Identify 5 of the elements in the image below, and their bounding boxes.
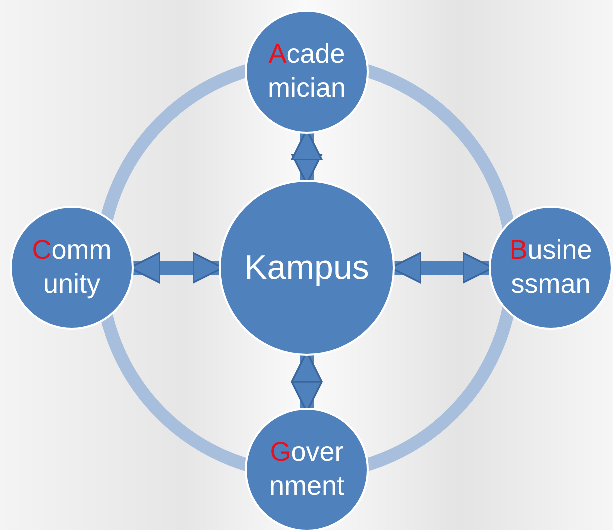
node-label: Comm unity — [31, 234, 113, 301]
node-label: Acade mician — [266, 38, 348, 105]
node-label: Kampus — [244, 248, 370, 289]
node-label: Busine ssman — [508, 234, 594, 301]
node-label: Gover nment — [268, 436, 346, 503]
